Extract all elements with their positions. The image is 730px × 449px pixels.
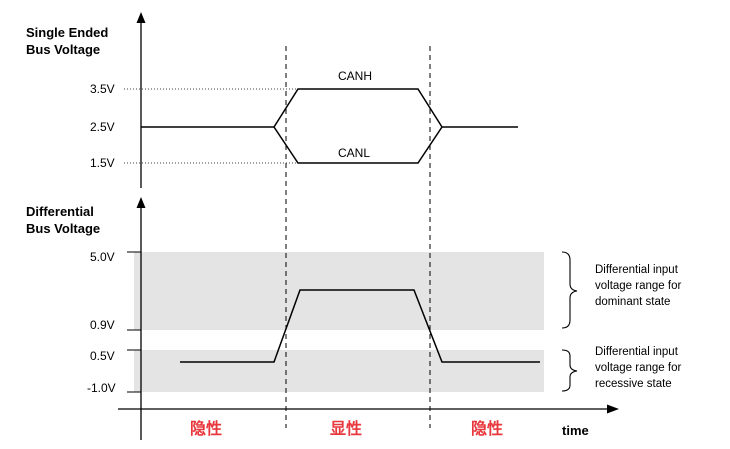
recessive-note-line2: voltage range for [595,362,681,374]
recessive-note-line3: recessive state [595,378,672,390]
canl-waveform [273,126,443,164]
dominant-range-brace [561,251,578,329]
tick-minus-1-0v: -1.0V [87,381,116,395]
top-title-line2: Bus Voltage [26,42,100,57]
tick-5-0v: 5.0V [90,250,115,264]
bottom-y-axis [136,197,146,440]
state-recessive-left: 隐性 [190,419,222,438]
tick-2-5v: 2.5V [90,120,115,134]
dominant-note-line1: Differential input [595,264,679,276]
tick-0-9v: 0.9V [90,318,115,332]
time-axis [118,404,619,414]
top-title-line1: Single Ended [26,25,108,40]
canl-label: CANL [338,146,370,160]
recessive-range-brace [561,349,578,392]
recessive-note-line1: Differential input [595,346,679,358]
canh-waveform [141,88,518,128]
dominant-note-line3: dominant state [595,296,670,308]
dominant-range-band [134,252,544,330]
state-recessive-right: 隐性 [471,419,503,438]
bottom-title-line1: Differential [26,204,94,219]
tick-0-5v: 0.5V [90,349,115,363]
dominant-note-line2: voltage range for [595,280,681,292]
top-y-axis [136,12,146,188]
canh-label: CANH [338,69,372,83]
tick-3-5v: 3.5V [90,82,115,96]
bottom-title-line2: Bus Voltage [26,221,100,236]
time-axis-label: time [562,423,589,438]
tick-1-5v: 1.5V [90,156,115,170]
state-dominant: 显性 [330,419,362,438]
differential-waveform [180,289,540,363]
recessive-range-band [134,350,544,392]
